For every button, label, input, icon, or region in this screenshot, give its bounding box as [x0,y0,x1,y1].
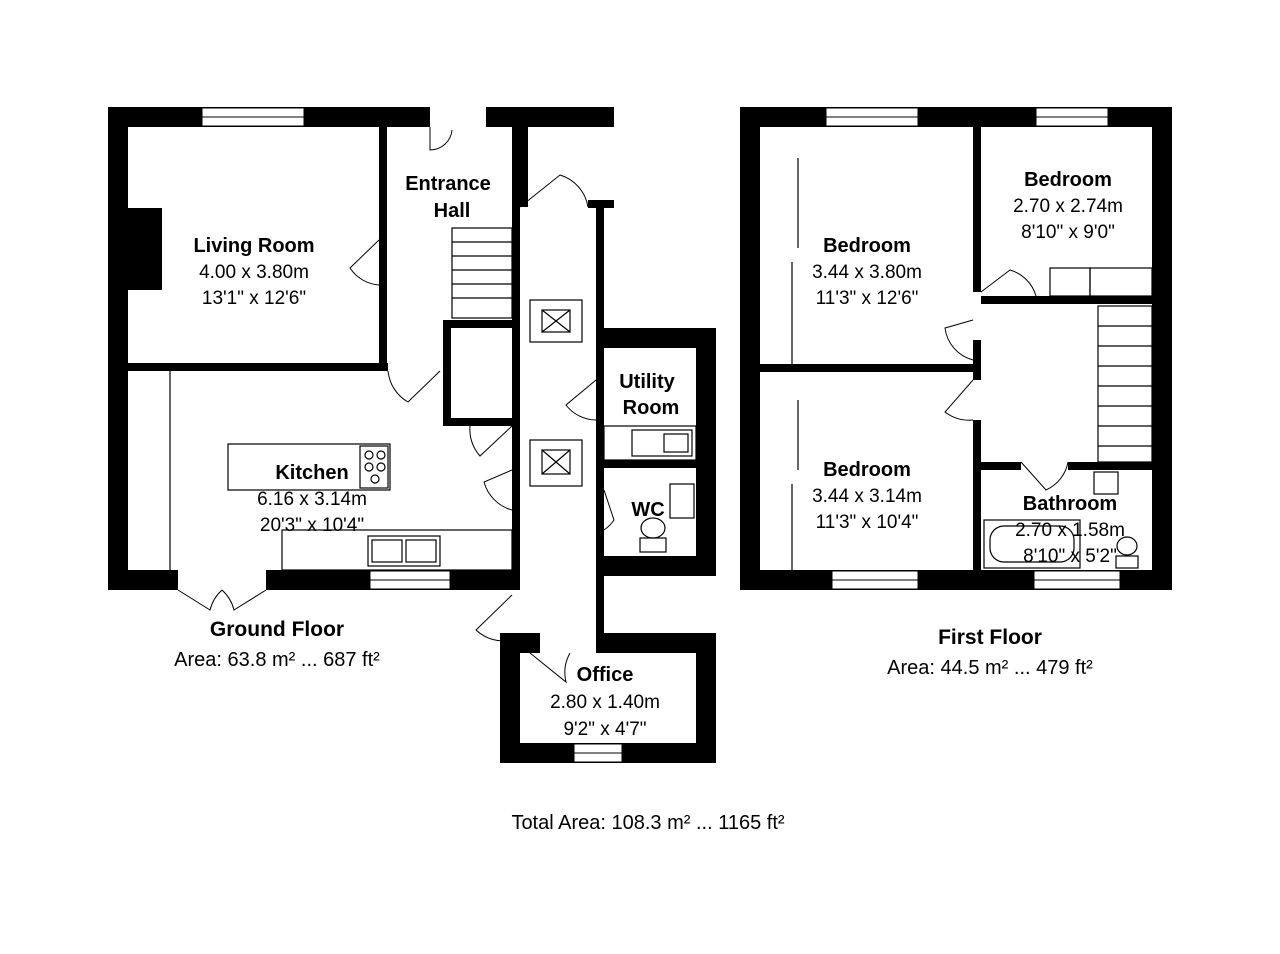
total-area: Total Area: 108.3 m² ... 1165 ft² [511,812,784,834]
office-name: Office [577,664,634,686]
utility-room-name-line2: Room [623,397,680,419]
bedroom-2-imperial: 8'10" x 9'0" [1021,222,1115,243]
first-floor-fixtures [791,158,1153,570]
bedroom-2-metric: 2.70 x 2.74m [1013,196,1123,217]
bedroom-3-name: Bedroom [823,459,911,481]
kitchen-metric: 6.16 x 3.14m [257,489,367,510]
ground-floor-labels: Living Room 4.00 x 3.80m 13'1" x 12'6" E… [174,173,679,740]
bedroom-3-metric: 3.44 x 3.14m [812,486,922,507]
wc-name: WC [631,499,664,521]
first-floor-labels: Bedroom 3.44 x 3.80m 11'3" x 12'6" Bedro… [812,169,1125,679]
bathroom-metric: 2.70 x 1.58m [1015,520,1125,541]
first-floor-doors [944,269,1069,491]
living-room-imperial: 13'1" x 12'6" [202,288,306,309]
entrance-hall-name-line1: Entrance [405,173,491,195]
bedroom-1-name: Bedroom [823,235,911,257]
kitchen-name: Kitchen [275,462,348,484]
kitchen-imperial: 20'3" x 10'4" [260,515,364,536]
bedroom-3-imperial: 11'3" x 10'4" [816,512,919,533]
entrance-hall-name-line2: Hall [434,200,471,222]
living-room-name: Living Room [193,235,314,257]
office-metric: 2.80 x 1.40m [550,692,660,713]
bathroom-imperial: 8'10" x 5'2" [1023,546,1117,567]
ground-floor-fixtures [169,227,697,571]
bedroom-1-metric: 3.44 x 3.80m [812,262,922,283]
bedroom-2-name: Bedroom [1024,169,1112,191]
ground-floor-area: Area: 63.8 m² ... 687 ft² [174,649,380,671]
ground-floor-doors [177,127,615,684]
ground-floor-windows [201,107,623,763]
ground-floor-title: Ground Floor [210,618,344,641]
first-floor-windows [825,107,1121,590]
office-imperial: 9'2" x 4'7" [563,719,646,740]
first-floor-title: First Floor [938,626,1042,649]
bathroom-name: Bathroom [1023,493,1117,515]
first-floor-area: Area: 44.5 m² ... 479 ft² [887,657,1093,679]
living-room-metric: 4.00 x 3.80m [199,262,309,283]
bedroom-1-imperial: 11'3" x 12'6" [816,288,919,309]
utility-room-name-line1: Utility [619,371,675,393]
